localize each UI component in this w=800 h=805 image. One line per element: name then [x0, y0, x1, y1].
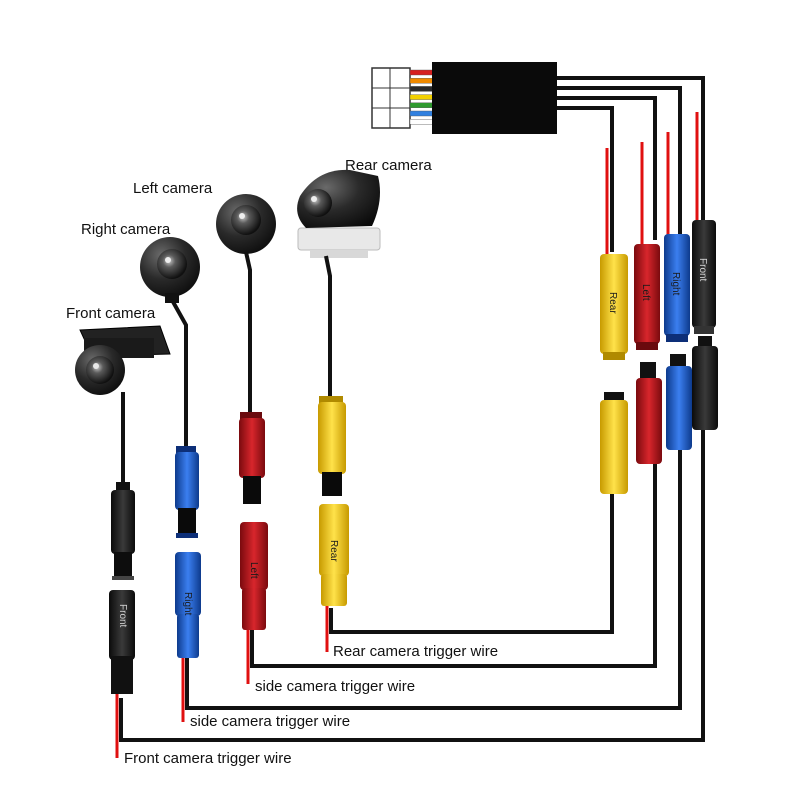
rear-camera-cable — [324, 255, 332, 398]
right-connector-female: Right — [175, 552, 201, 658]
left-camera-cable — [244, 251, 252, 414]
rear-connector-female: Rear — [319, 504, 349, 606]
harness-pin-wire — [409, 77, 435, 84]
harness-right-connector: Right — [664, 234, 692, 450]
front-camera-label: Front camera — [66, 305, 156, 322]
harness-trunk-wires — [119, 76, 705, 742]
harness-left-connector: Left — [634, 244, 662, 464]
harness-pin-wire — [409, 118, 435, 125]
left-connector-label: Left — [248, 562, 259, 579]
left-camera — [216, 194, 276, 254]
harness-front-label: Front — [697, 258, 708, 282]
harness-front-connector: Front — [692, 220, 718, 430]
front-trigger-wire-label: Front camera trigger wire — [124, 750, 292, 767]
right-connector-label: Right — [182, 592, 193, 616]
harness-rear-label: Rear — [607, 292, 618, 314]
front-connector-male — [111, 482, 135, 580]
right-trigger-wire-label: side camera trigger wire — [190, 713, 351, 730]
harness-main-connector — [371, 62, 557, 134]
left-connector-female: Left — [240, 522, 268, 630]
right-camera-cable — [170, 299, 188, 448]
left-camera-label: Left camera — [133, 180, 213, 197]
harness-pin-wire — [409, 69, 435, 76]
rear-trigger-wire-label: Rear camera trigger wire — [333, 643, 499, 660]
harness-pin-wire — [409, 110, 435, 117]
left-trigger-wire-label: side camera trigger wire — [255, 678, 416, 695]
harness-pin-wire — [409, 102, 435, 109]
right-camera — [140, 237, 200, 303]
front-connector-label: Front — [117, 604, 128, 628]
left-connector-male — [239, 412, 265, 504]
rear-connector-label: Rear — [328, 540, 339, 562]
front-connector-female: Front — [109, 590, 135, 694]
right-camera-label: Right camera — [81, 221, 171, 238]
harness-left-label: Left — [640, 284, 651, 301]
rear-connector-male — [318, 396, 346, 496]
trigger-wires — [115, 112, 699, 758]
harness-pin-wire — [409, 86, 435, 92]
rear-camera — [297, 169, 381, 258]
right-connector-male — [175, 446, 199, 538]
harness-right-label: Right — [670, 272, 681, 296]
harness-pin-wire — [409, 94, 435, 100]
harness-rear-connector: Rear — [600, 254, 628, 494]
front-camera — [75, 325, 171, 395]
rear-camera-label: Rear camera — [345, 157, 432, 174]
